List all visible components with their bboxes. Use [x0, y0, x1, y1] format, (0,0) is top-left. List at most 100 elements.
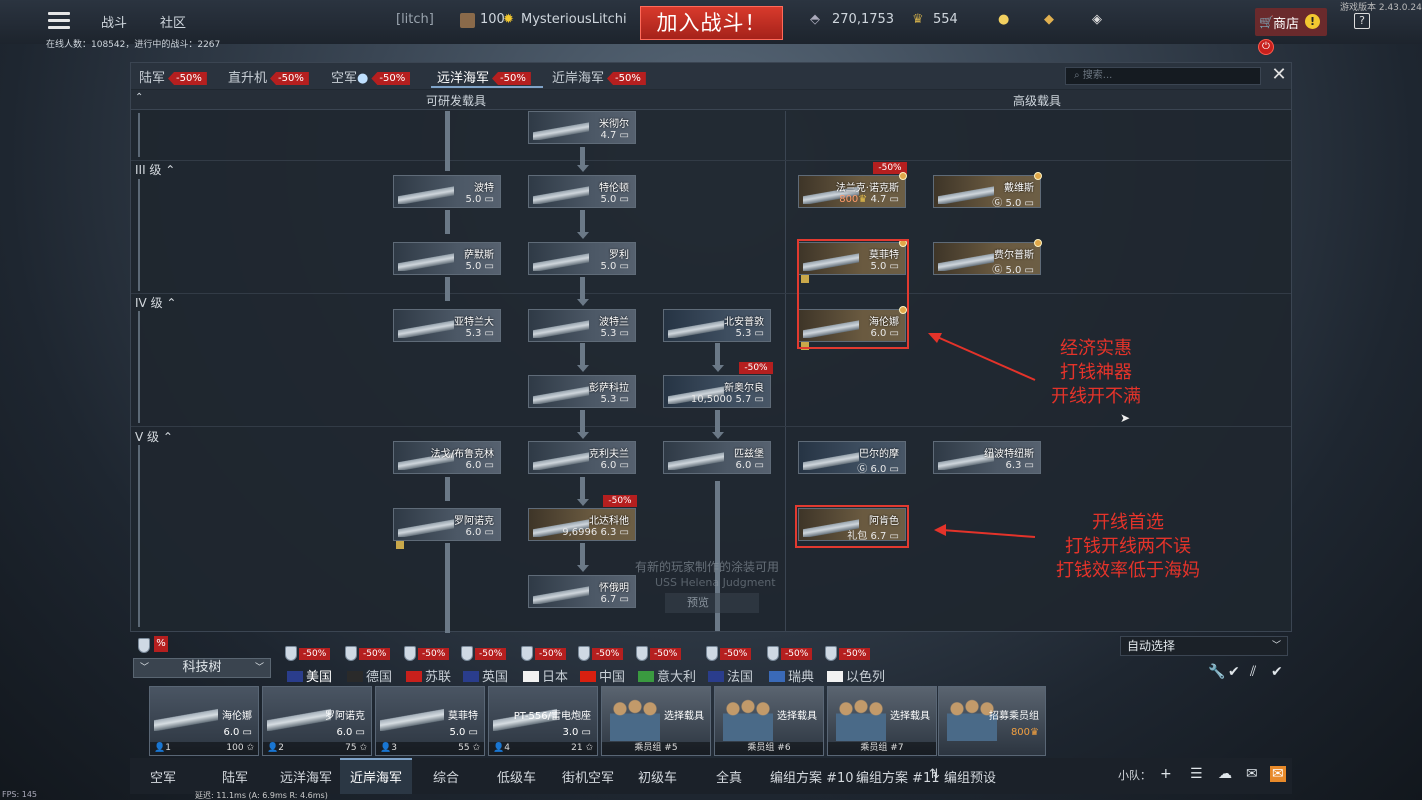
top-bar: 战斗 社区 [litch] 100 ✹ MysteriousLitchi 加入战…: [0, 0, 1422, 44]
avatar[interactable]: [460, 13, 475, 28]
battle-rating: 800♛ 4.7 ▭: [839, 194, 899, 205]
game-mode-tab[interactable]: 近岸海军: [350, 771, 403, 786]
nation-tab[interactable]: 美国: [287, 666, 332, 685]
game-mode-tab[interactable]: 编组预设: [944, 771, 997, 786]
ship-silhouette: [668, 384, 724, 404]
tab-helicopter[interactable]: 直升机-50%: [228, 67, 309, 86]
community-tab[interactable]: 社区: [160, 16, 187, 31]
rank-iii-label[interactable]: III 级 ⌃: [135, 163, 176, 177]
repair-all-icon[interactable]: ⫽: [1250, 664, 1257, 680]
empty-crew-slot[interactable]: 选择载具乘员组 #7: [827, 686, 937, 756]
silver-lions[interactable]: 270,1753: [832, 12, 895, 27]
game-mode-tab[interactable]: 综合: [433, 771, 460, 786]
preview-button[interactable]: 预览: [665, 593, 759, 613]
nation-tab[interactable]: 日本: [523, 666, 568, 685]
join-battle-button[interactable]: 加入战斗！: [640, 6, 783, 40]
friends-icon[interactable]: ☁: [1218, 766, 1232, 782]
auto-select-dropdown[interactable]: 自动选择﹀: [1120, 636, 1288, 656]
tree-arrow: [712, 432, 724, 439]
rank-iv-label[interactable]: IV 级 ⌃: [135, 296, 177, 310]
battle-rating: 6.7 ▭: [600, 594, 629, 605]
game-tab[interactable]: 战斗: [101, 16, 128, 31]
search-input[interactable]: ⌕ 搜索...: [1065, 67, 1261, 85]
tab-coastal-fleet[interactable]: 近岸海军-50%: [552, 67, 646, 86]
nation-tab[interactable]: 意大利: [638, 666, 696, 685]
nation-tab[interactable]: 苏联: [406, 666, 451, 685]
chat-icon[interactable]: ✉: [1246, 766, 1258, 782]
empty-crew-slot[interactable]: 选择载具乘员组 #6: [714, 686, 824, 756]
tab-bluewater-fleet[interactable]: 远洋海军-50%: [437, 67, 531, 86]
golden-eagles[interactable]: 554: [933, 12, 958, 27]
game-mode-tab[interactable]: 全真: [716, 771, 743, 786]
empty-crew-slot[interactable]: 选择载具乘员组 #5: [601, 686, 711, 756]
check-all-icon[interactable]: ✔: [1271, 664, 1283, 680]
nation-tab[interactable]: 以色列: [827, 666, 885, 685]
game-mode-tab[interactable]: 编组方案 #11: [856, 771, 940, 786]
game-mode-tab[interactable]: 低级车: [497, 771, 537, 786]
game-mode-tab[interactable]: 远洋海军: [280, 771, 333, 786]
mail-icon[interactable]: ✉: [1270, 766, 1286, 782]
annotation-arrowhead: [934, 524, 946, 536]
nation-tab[interactable]: 中国: [580, 666, 625, 685]
close-icon[interactable]: ✕: [1271, 64, 1287, 85]
coupon-icon[interactable]: ◈: [1092, 12, 1102, 27]
warbond-icon[interactable]: ◆: [1044, 12, 1054, 27]
list-icon[interactable]: ☰: [1190, 766, 1203, 782]
nation-tab[interactable]: 英国: [463, 666, 508, 685]
lightbulb-icon[interactable]: ●: [998, 12, 1010, 27]
tab-ground[interactable]: 陆军-50%: [139, 67, 207, 86]
silver-lions-icon: ⬘: [810, 12, 820, 27]
game-mode-tab[interactable]: 初级车: [638, 771, 678, 786]
game-mode-tab[interactable]: 空军: [150, 771, 177, 786]
menu-icon[interactable]: [48, 12, 70, 30]
game-mode-tab[interactable]: 编组方案 #10: [770, 771, 854, 786]
nation-tab[interactable]: 瑞典: [769, 666, 814, 685]
game-mode-tab[interactable]: 陆军: [222, 771, 249, 786]
nation-tab[interactable]: 德国: [347, 666, 392, 685]
nation-label: 法国: [727, 670, 754, 685]
wrench-icon[interactable]: 🔧: [1208, 664, 1226, 680]
help-icon[interactable]: ?: [1354, 13, 1370, 29]
check-icon[interactable]: ✔: [1228, 664, 1240, 680]
alert-icon[interactable]: ⏻: [1258, 39, 1274, 55]
collapse-icon[interactable]: ⌃: [135, 92, 144, 103]
shop-button[interactable]: 🛒 商店 !: [1255, 8, 1327, 36]
vehicle-node-arkansas[interactable]: 阿肯色礼包 6.7 ▭: [798, 508, 906, 542]
tech-tree-dropdown[interactable]: ﹀科技树﹀: [133, 658, 271, 678]
game-mode-tab[interactable]: 街机空军: [562, 771, 615, 786]
add-squad-icon[interactable]: +: [1160, 766, 1172, 782]
username[interactable]: MysteriousLitchi: [521, 12, 627, 27]
rank-v-label[interactable]: V 级 ⌃: [135, 430, 173, 444]
tab-aviation[interactable]: 空军●-50%: [331, 67, 411, 86]
nation-tab[interactable]: 法国: [708, 666, 753, 685]
